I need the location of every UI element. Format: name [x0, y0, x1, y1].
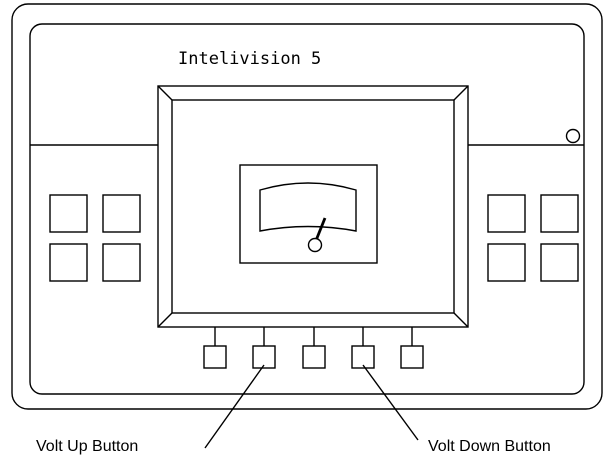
panel-outer-frame [11, 3, 603, 410]
soft-key-3[interactable] [302, 345, 326, 369]
volt-up-leader-line [204, 364, 265, 449]
screen-bezel [157, 85, 469, 328]
volt-down-label: Volt Down Button [428, 438, 551, 455]
left-keypad-button-1[interactable] [49, 194, 88, 233]
gauge-dial-face [259, 182, 357, 232]
volt-up-label: Volt Up Button [36, 438, 138, 455]
left-keypad-button-3[interactable] [49, 243, 88, 282]
soft-key-5[interactable] [400, 345, 424, 369]
device-title: Intelivision 5 [178, 49, 321, 69]
volt-down-leader-line [362, 364, 419, 441]
right-keypad-button-3[interactable] [487, 243, 526, 282]
gauge-pivot [307, 237, 323, 253]
analog-voltmeter-icon [239, 164, 378, 264]
volt-down-button[interactable] [351, 345, 375, 369]
gauge-housing [239, 164, 378, 264]
indicator-led-icon [565, 128, 581, 144]
right-keypad-button-4[interactable] [540, 243, 579, 282]
right-keypad-button-2[interactable] [540, 194, 579, 233]
left-keypad-button-4[interactable] [102, 243, 141, 282]
screen-bezel-corners [157, 85, 469, 328]
left-keypad [49, 194, 141, 282]
right-keypad-button-1[interactable] [487, 194, 526, 233]
screen-display [171, 99, 455, 314]
panel-inner-frame [29, 23, 585, 395]
left-keypad-button-2[interactable] [102, 194, 141, 233]
volt-up-button[interactable] [252, 345, 276, 369]
right-keypad [487, 194, 579, 282]
soft-key-row [203, 327, 424, 369]
soft-key-1[interactable] [203, 345, 227, 369]
